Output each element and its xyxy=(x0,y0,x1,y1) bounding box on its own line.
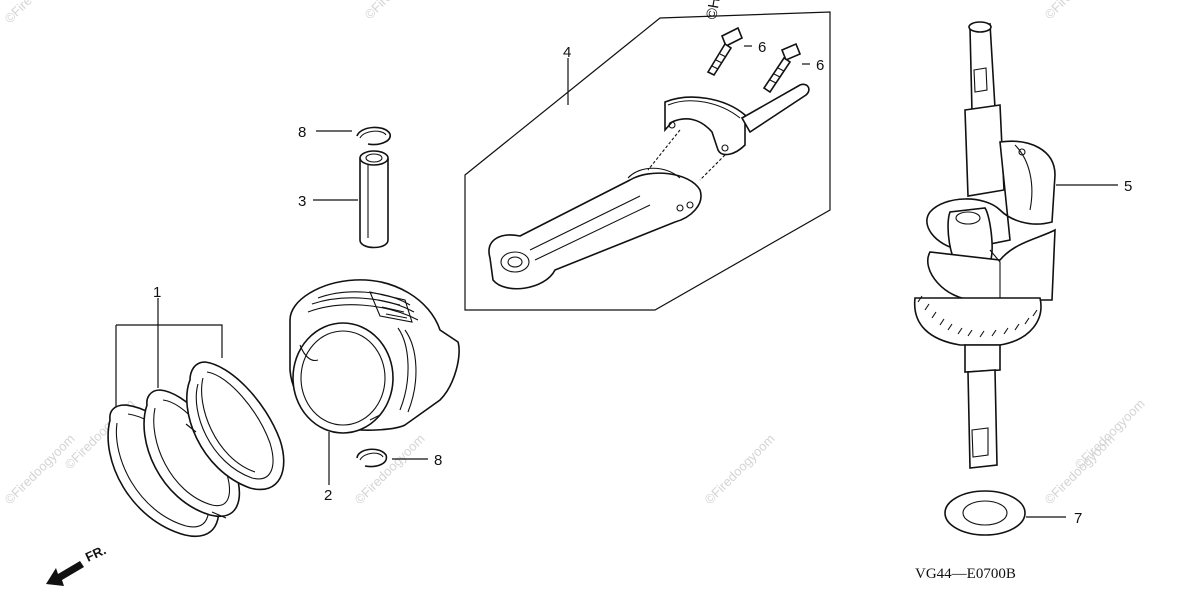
diagram-code: VG44—E0700B xyxy=(915,566,1016,582)
piston-pin-clip-top xyxy=(356,126,391,146)
callout-3: 3 xyxy=(298,193,306,210)
crankshaft xyxy=(913,21,1056,469)
watermark: ©Firedoogyoom xyxy=(2,431,78,507)
assembly-box xyxy=(464,11,831,311)
watermark: ©Firedoogyoom xyxy=(362,0,438,22)
callout-1: 1 xyxy=(153,284,161,301)
callout-4: 4 xyxy=(563,44,571,61)
callout-7: 7 xyxy=(1074,510,1082,527)
arrow-icon xyxy=(46,561,84,586)
copyright-mark: ©H xyxy=(703,0,724,21)
front-direction-arrow: FR. xyxy=(46,542,108,586)
piston-pin xyxy=(359,150,389,249)
rod-bolt-2 xyxy=(762,42,802,94)
callout-8b: 8 xyxy=(434,452,442,469)
rod-bolt-1 xyxy=(706,26,744,77)
callout-6b: 6 xyxy=(816,57,824,74)
piston xyxy=(289,279,460,434)
direction-label: FR. xyxy=(83,542,108,564)
piston-pin-clip-bottom xyxy=(356,448,388,468)
callout-8a: 8 xyxy=(298,124,306,141)
watermark: ©Firedoogyoom xyxy=(1042,0,1118,22)
callout-6a: 6 xyxy=(758,39,766,56)
piston-rings xyxy=(107,300,285,538)
washer xyxy=(944,490,1026,536)
watermark: ©Firedoogyoom xyxy=(352,431,428,507)
callout-2: 2 xyxy=(324,487,332,504)
connecting-rod-assembly xyxy=(464,11,831,311)
watermark: ©Firedoogyoom xyxy=(702,431,778,507)
watermark: ©Firedoogyoom xyxy=(2,0,78,26)
watermark: ©Firedoogyoom xyxy=(1072,396,1148,472)
callout-5: 5 xyxy=(1124,178,1132,195)
